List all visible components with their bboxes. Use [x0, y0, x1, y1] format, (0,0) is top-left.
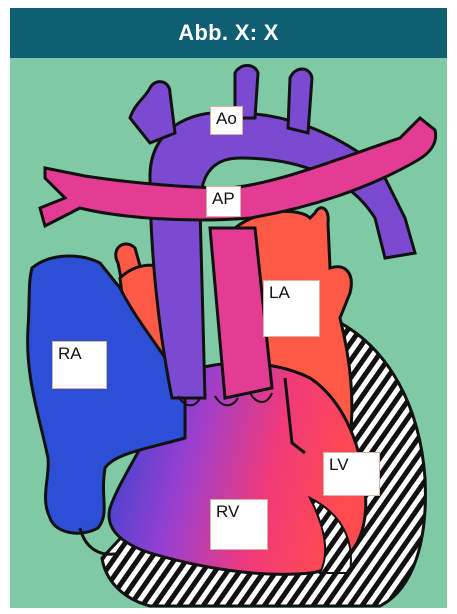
- aortic-branch-1: [130, 82, 175, 143]
- label-lv: LV: [323, 452, 380, 496]
- label-ao: Ao: [210, 106, 243, 135]
- aortic-branch-3: [288, 69, 312, 133]
- figure-title: Abb. X: X: [10, 8, 447, 58]
- label-ap: AP: [206, 186, 241, 217]
- label-ra: RA: [52, 341, 107, 389]
- label-la: LA: [263, 280, 320, 337]
- figure-frame: Abb. X: X: [10, 8, 447, 608]
- label-rv: RV: [210, 499, 268, 550]
